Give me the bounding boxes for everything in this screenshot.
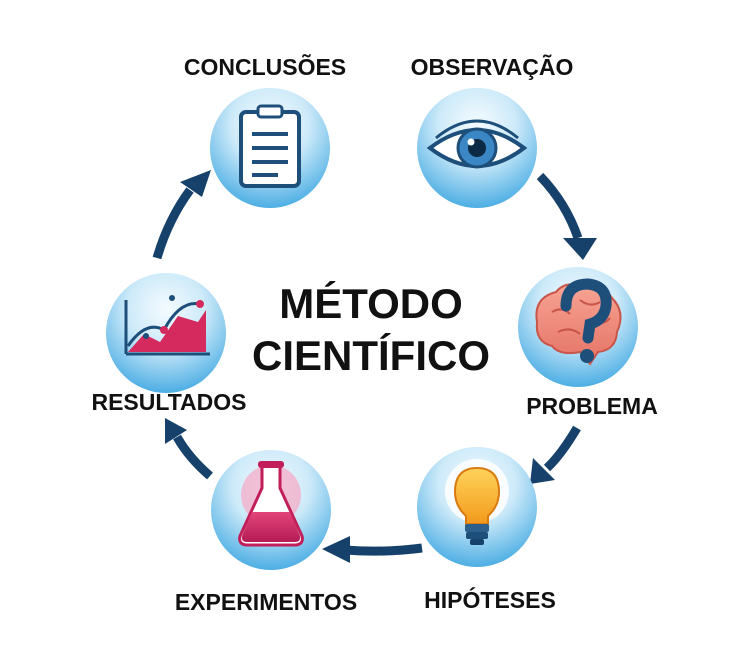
arrow-observacao-to-problema [536,172,597,260]
step-label: OBSERVAÇÃO [411,53,574,80]
arrow-resultados-to-conclusoes [152,170,211,260]
center-title-line-2: CIENTÍFICO [252,332,490,379]
flask-icon [238,461,304,547]
step-label: EXPERIMENTOS [175,589,357,615]
step-problema: PROBLEMA [518,267,658,419]
clipboard-icon [239,104,301,188]
step-experimentos: EXPERIMENTOS [175,450,357,615]
lightbulb-icon [445,459,509,545]
step-hipoteses: HIPÓTESES [417,447,556,613]
arrow-problema-to-hipoteses [530,425,581,484]
step-label: PROBLEMA [526,393,658,419]
center-title-line-1: MÉTODO [279,280,463,327]
line-chart-icon [124,295,210,356]
step-resultados: RESULTADOS [91,273,247,415]
eye-icon [426,119,528,169]
step-label: RESULTADOS [91,389,246,415]
step-observacao: OBSERVAÇÃO [411,53,574,208]
step-label: HIPÓTESES [424,586,556,613]
arrow-experimentos-to-resultados [165,418,213,480]
arrow-hipoteses-to-experimentos [322,536,423,563]
step-conclusoes: CONCLUSÕES [184,53,346,208]
step-label: CONCLUSÕES [184,53,346,80]
brain-question-icon [535,278,622,366]
